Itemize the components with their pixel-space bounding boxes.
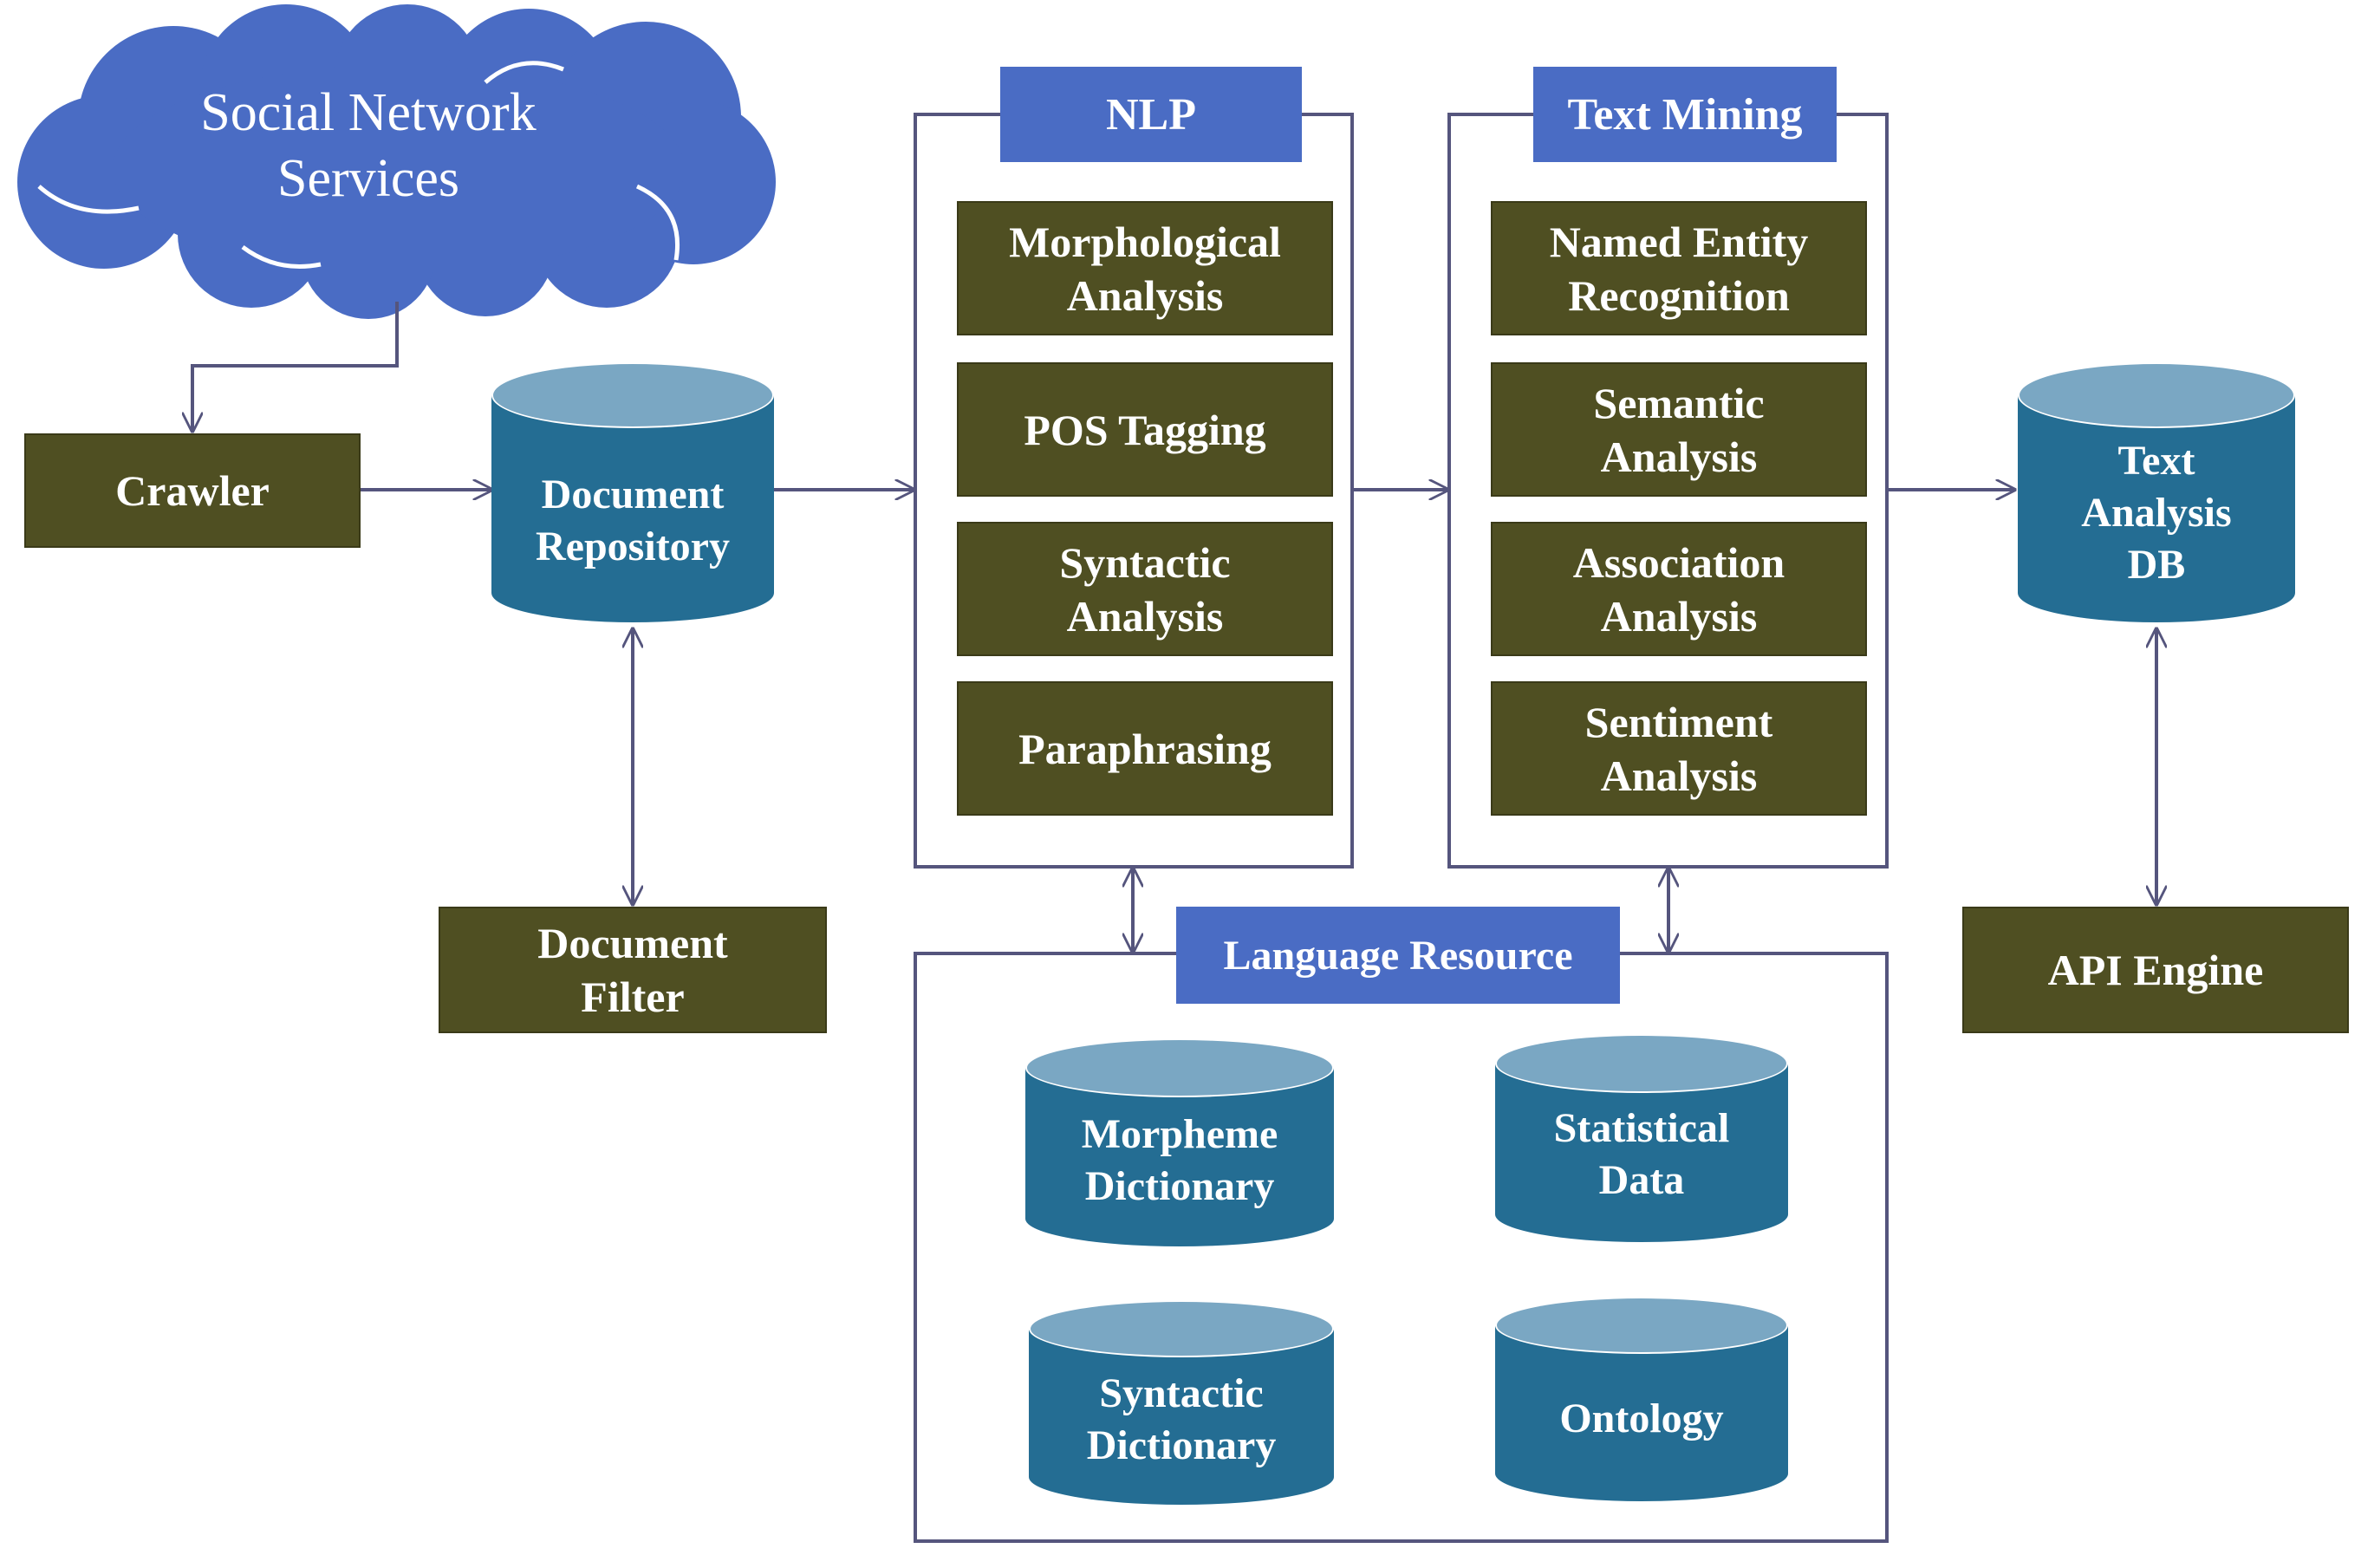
text-analysis-db-label: Text Analysis DB (2081, 438, 2232, 588)
statistical-data-label: Statistical Data (1553, 1105, 1730, 1203)
social-network-services-label: Social Network Services (200, 83, 537, 208)
syntactic-dictionary-cylinder: Syntactic Dictionary (1029, 1300, 1334, 1505)
nlp-item-paraphrasing: Paraphrasing (957, 681, 1333, 816)
document-repository-cylinder: Document Repository (491, 362, 774, 622)
cloud-to-crawler-arrow (192, 302, 399, 431)
textmining-item-named-entity-recognition: Named Entity Recognition (1491, 201, 1867, 335)
document-filter-box: Document Filter (439, 907, 827, 1033)
language-resource-header: Language Resource (1176, 907, 1620, 1004)
text-analysis-db-cylinder: Text Analysis DB (2018, 362, 2295, 622)
ontology-cylinder: Ontology (1495, 1297, 1788, 1501)
ontology-label: Ontology (1559, 1396, 1724, 1441)
nlp-item-morphological-analysis: Morphological Analysis (957, 201, 1333, 335)
syntactic-dictionary-label: Syntactic Dictionary (1086, 1370, 1277, 1468)
statistical-data-cylinder: Statistical Data (1495, 1034, 1788, 1242)
textmining-item-association-analysis: Association Analysis (1491, 522, 1867, 656)
cloud-shape (17, 4, 776, 319)
textmining-item-semantic-analysis: Semantic Analysis (1491, 362, 1867, 497)
morpheme-dictionary-label: Morpheme Dictionary (1081, 1111, 1278, 1209)
nlp-header: NLP (1000, 67, 1302, 162)
morpheme-dictionary-cylinder: Morpheme Dictionary (1025, 1038, 1334, 1246)
api-engine-box: API Engine (1962, 907, 2349, 1033)
nlp-item-pos-tagging: POS Tagging (957, 362, 1333, 497)
document-repository-label: Document Repository (536, 472, 730, 569)
crawler-box: Crawler (24, 433, 361, 548)
textmining-item-sentiment-analysis: Sentiment Analysis (1491, 681, 1867, 816)
nlp-item-syntactic-analysis: Syntactic Analysis (957, 522, 1333, 656)
text-mining-header: Text Mining (1533, 67, 1837, 162)
